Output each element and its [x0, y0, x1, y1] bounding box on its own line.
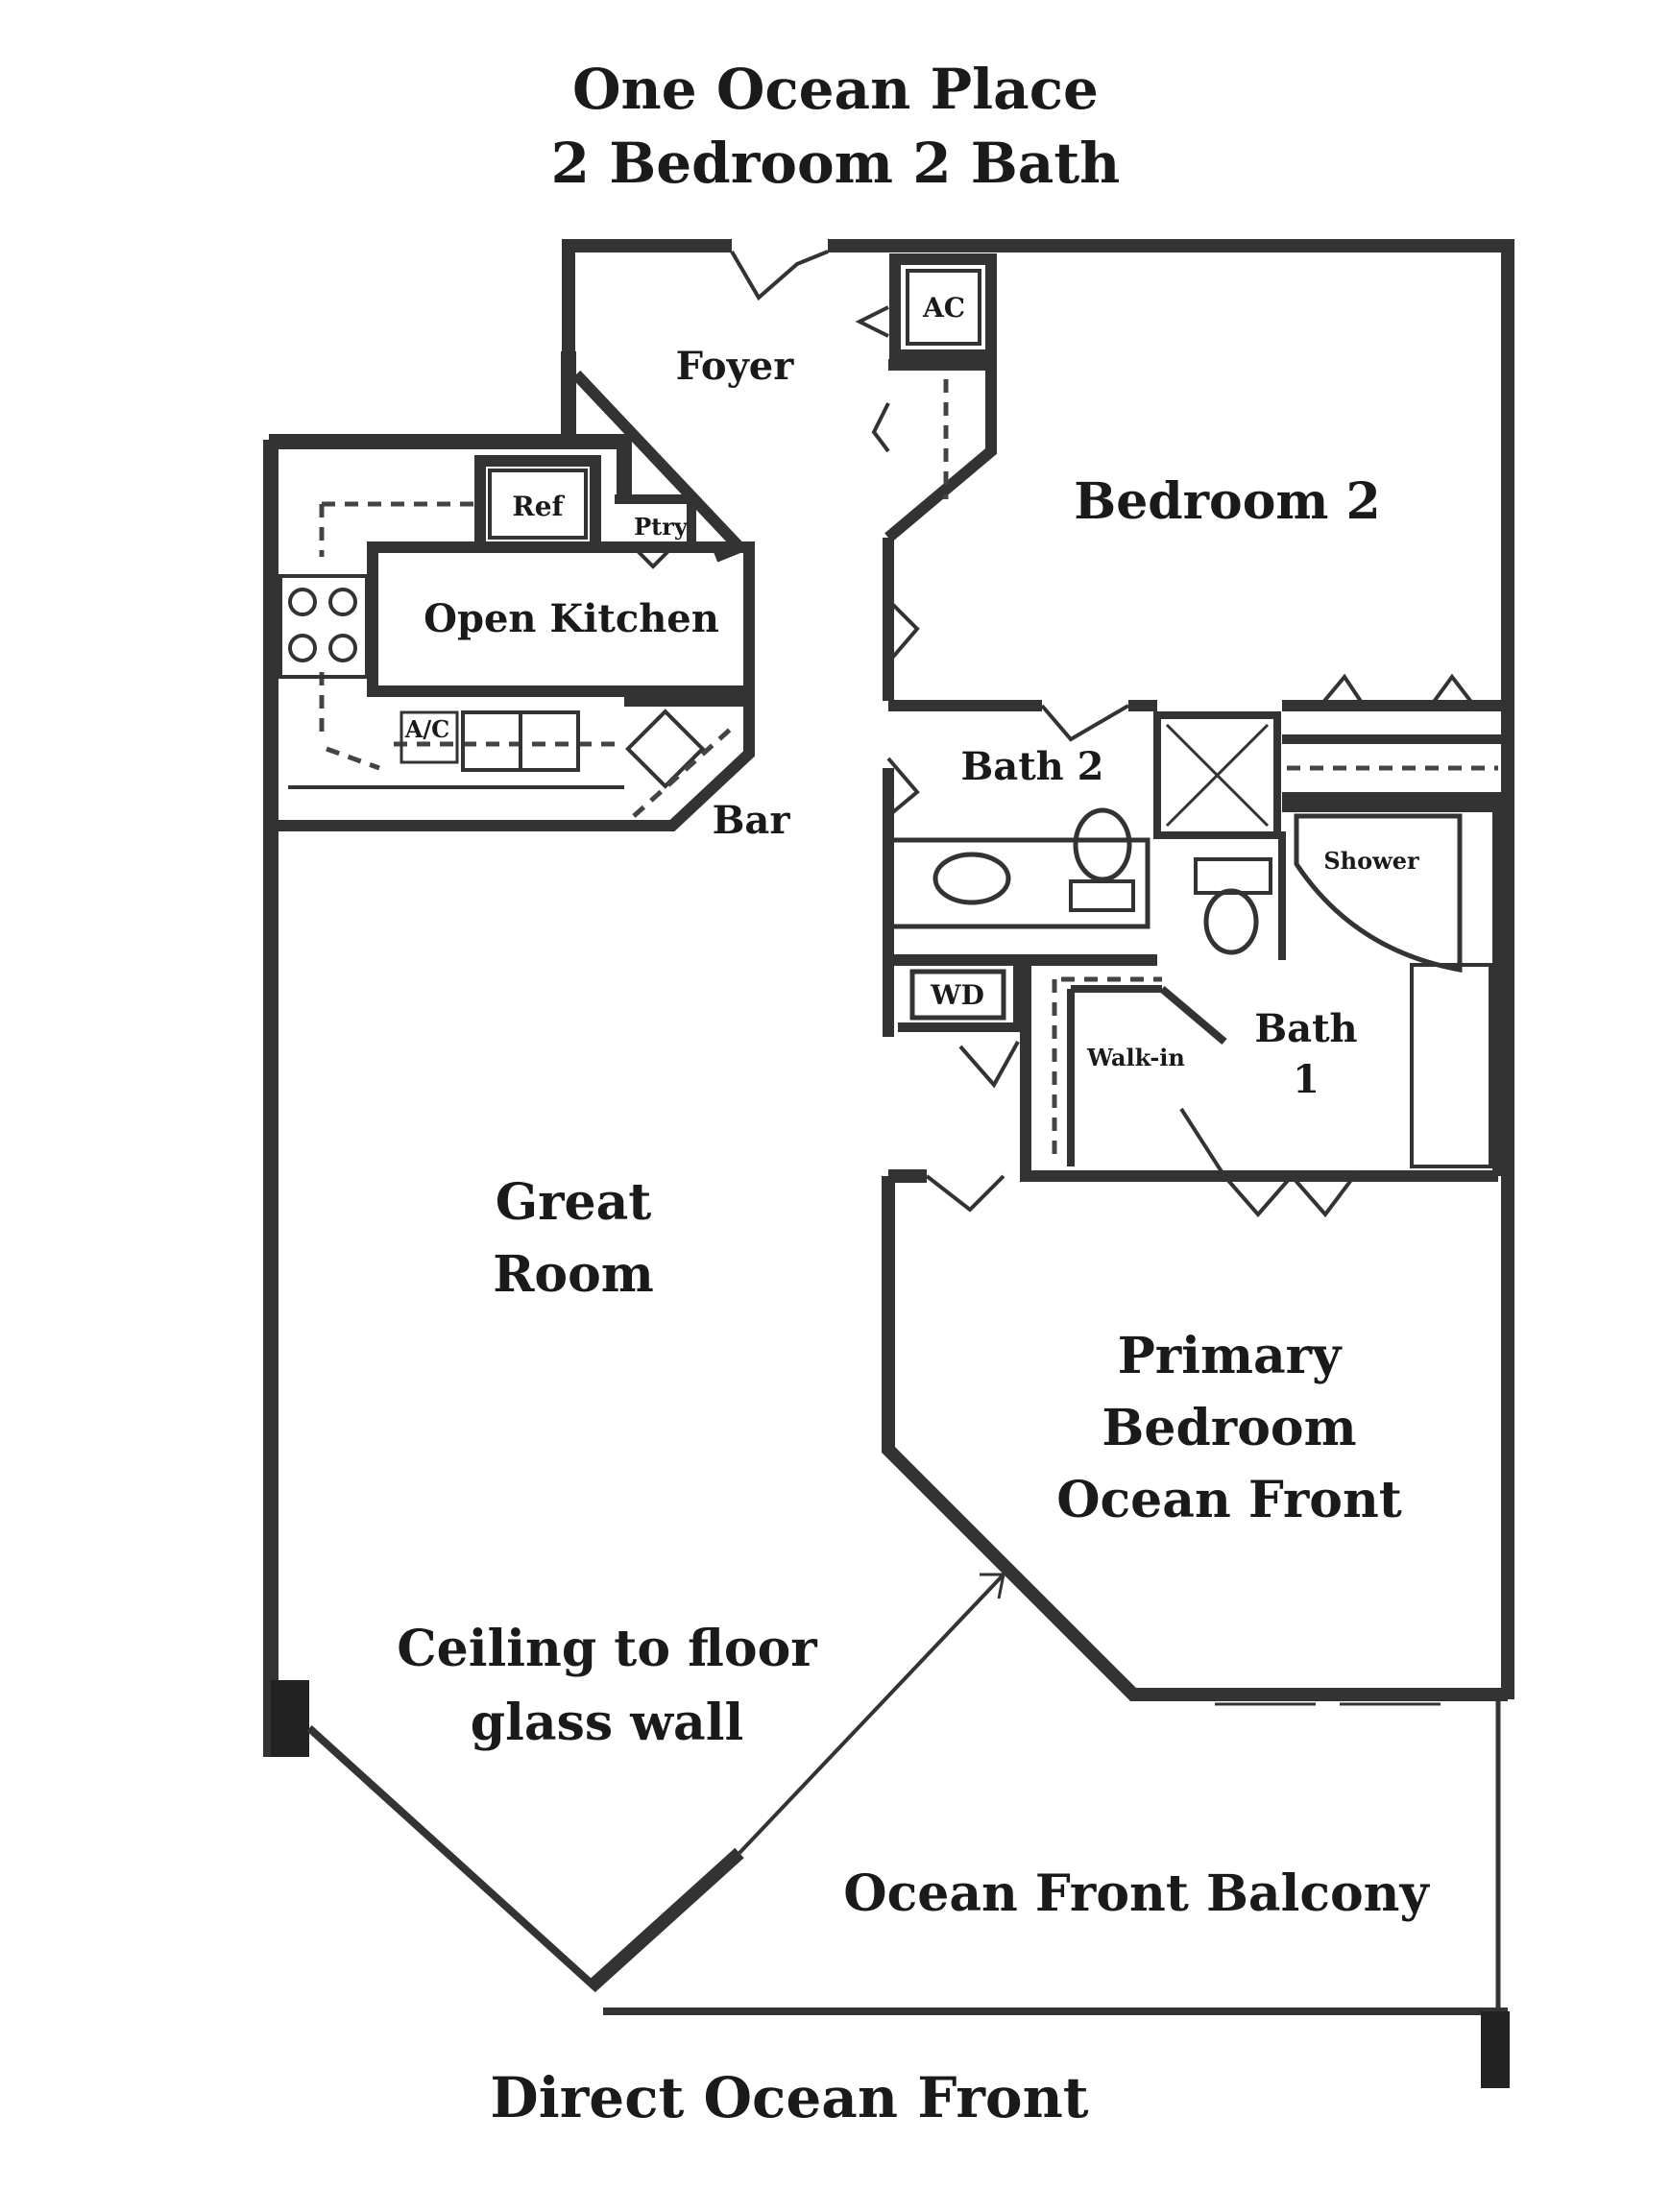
- bath1-outer: [1282, 801, 1504, 1176]
- label-great-room-line1: Great: [496, 1173, 652, 1232]
- kitchen-island: [367, 541, 755, 697]
- bath2-sink: [932, 852, 1011, 905]
- label-open-kitchen: Open Kitchen: [424, 596, 719, 641]
- interior-walls: [271, 250, 1508, 1706]
- label-glass-wall-line1: Ceiling to floor: [397, 1620, 817, 1678]
- corner-column: [271, 1680, 309, 1757]
- glass-wall-lower-segment: [586, 1847, 744, 1993]
- bath2-walls: [883, 768, 1157, 966]
- label-bath-2: Bath 2: [960, 744, 1103, 789]
- bath1-shower: [1294, 813, 1463, 973]
- labels: One Ocean Place 2 Bedroom 2 Bath Foyer B…: [397, 57, 1430, 2130]
- label-bar: Bar: [713, 798, 791, 843]
- label-primary-line1: Primary: [1118, 1327, 1343, 1385]
- bath1-toilet: [1203, 888, 1259, 955]
- glass-wall-left-diagonal: [306, 1725, 598, 1990]
- title-line2: 2 Bedroom 2 Bath: [551, 131, 1121, 196]
- bath1-divider: [1157, 831, 1286, 960]
- label-primary-line3: Ocean Front: [1056, 1471, 1402, 1529]
- label-walk-in: Walk-in: [1086, 1044, 1185, 1071]
- washer-dryer: [909, 969, 1006, 1021]
- label-shower: Shower: [1323, 847, 1419, 875]
- foyer-top-wall-left: [562, 239, 732, 351]
- walkin-rod: [1052, 976, 1162, 1157]
- bath1-toilet-tank: [1194, 857, 1272, 895]
- label-ref: Ref: [512, 491, 565, 522]
- footer-direct-ocean-front: Direct Ocean Front: [490, 2065, 1088, 2130]
- sliding-glass-door: [738, 1573, 1005, 1855]
- label-ac-kitchen: A/C: [404, 715, 450, 743]
- ac-unit: [906, 269, 981, 346]
- label-primary-line2: Bedroom: [1102, 1399, 1356, 1457]
- bath2-toilet: [1073, 807, 1132, 882]
- kitchen-top-wall: [269, 351, 632, 499]
- foyer-closet-wall: [884, 359, 997, 542]
- door-arrow: [980, 1573, 1005, 1599]
- closet-bedroom2: [1282, 734, 1508, 802]
- wd-closet: [898, 955, 1023, 1032]
- label-ac: AC: [922, 292, 965, 324]
- label-balcony: Ocean Front Balcony: [843, 1864, 1430, 1923]
- top-right-wall: [828, 239, 1514, 1699]
- stove: [278, 574, 369, 679]
- label-bedroom-2: Bedroom 2: [1074, 472, 1380, 531]
- bar-sink: [624, 709, 706, 789]
- walkin-inner: [1071, 985, 1227, 1046]
- primary-bedroom-walls: [882, 1169, 1508, 1701]
- bath1-vanity: [1410, 963, 1492, 1168]
- upper-cabinets: [319, 501, 475, 771]
- label-wd: WD: [930, 979, 984, 1011]
- label-great-room-line2: Room: [493, 1245, 654, 1304]
- exterior-walls: [263, 239, 1514, 2088]
- label-ptry: Ptry: [634, 513, 689, 541]
- shower-x: [1165, 723, 1270, 828]
- walkin-outer: [1020, 960, 1498, 1182]
- label-foyer: Foyer: [676, 344, 795, 389]
- balcony-column: [1481, 2011, 1510, 2088]
- label-bath-1-line2: 1: [1293, 1057, 1320, 1102]
- dishwasher: [400, 710, 459, 764]
- bath2-toilet-tank: [1069, 879, 1135, 912]
- refrigerator: [488, 469, 588, 540]
- bath2-vanity: [893, 837, 1150, 929]
- ac-closet: [889, 253, 997, 361]
- title-line1: One Ocean Place: [572, 57, 1099, 122]
- kitchen-lower-counter: [271, 695, 755, 831]
- label-glass-wall-line2: glass wall: [471, 1694, 743, 1752]
- door-swings: [632, 250, 1476, 1706]
- label-bath-1-line1: Bath: [1254, 1006, 1357, 1051]
